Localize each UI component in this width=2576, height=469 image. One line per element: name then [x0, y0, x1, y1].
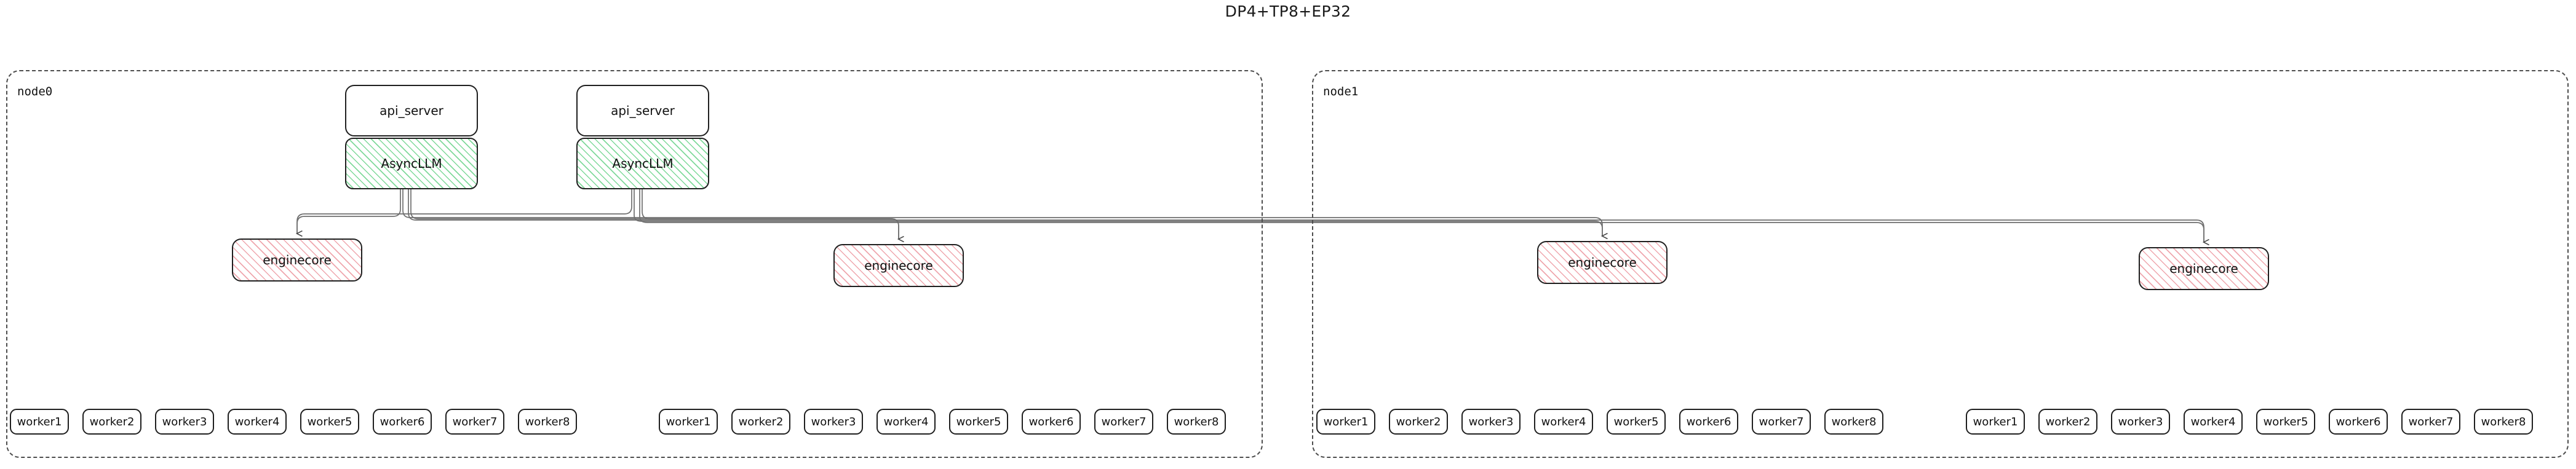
worker-label-node1-g1-7: worker7: [1759, 415, 1804, 428]
async-llm-box-1[interactable]: AsyncLLM: [576, 138, 709, 189]
async-llm-box-0[interactable]: AsyncLLM: [345, 138, 478, 189]
enginecore-box-0[interactable]: enginecore: [232, 238, 362, 282]
worker-label-node1-g2-1: worker1: [1973, 415, 2018, 428]
worker-label-node1-g1-6: worker6: [1686, 415, 1731, 428]
worker-box-node0-g1-8[interactable]: worker8: [518, 409, 577, 435]
worker-box-node1-g2-7[interactable]: worker7: [2401, 409, 2460, 435]
worker-label-node0-g2-2: worker2: [738, 415, 784, 428]
worker-box-node0-g1-3[interactable]: worker3: [155, 409, 214, 435]
worker-box-node1-g1-2[interactable]: worker2: [1389, 409, 1448, 435]
api-server-box-0[interactable]: api_server: [345, 85, 478, 136]
node-label-node0: node0: [17, 85, 53, 98]
worker-label-node1-g1-3: worker3: [1468, 415, 1514, 428]
worker-label-node1-g2-5: worker5: [2263, 415, 2308, 428]
worker-label-node1-g2-8: worker8: [2481, 415, 2526, 428]
worker-label-node0-g2-7: worker7: [1101, 415, 1147, 428]
api-server-label-0: api_server: [380, 103, 443, 118]
worker-label-node1-g2-4: worker4: [2190, 415, 2236, 428]
page-title: DP4+TP8+EP32: [1225, 2, 1351, 20]
worker-label-node1-g1-8: worker8: [1831, 415, 1877, 428]
worker-label-node0-g1-8: worker8: [525, 415, 570, 428]
worker-label-node1-g1-4: worker4: [1541, 415, 1586, 428]
worker-label-node1-g2-2: worker2: [2045, 415, 2091, 428]
worker-box-node1-g2-8[interactable]: worker8: [2474, 409, 2533, 435]
worker-box-node0-g2-5[interactable]: worker5: [949, 409, 1008, 435]
worker-box-node0-g1-1[interactable]: worker1: [10, 409, 69, 435]
worker-label-node0-g1-3: worker3: [162, 415, 207, 428]
worker-box-node1-g1-4[interactable]: worker4: [1534, 409, 1593, 435]
worker-label-node1-g2-7: worker7: [2408, 415, 2454, 428]
worker-label-node0-g1-6: worker6: [380, 415, 425, 428]
worker-label-node1-g1-5: worker5: [1613, 415, 1659, 428]
worker-box-node1-g1-8[interactable]: worker8: [1824, 409, 1883, 435]
worker-box-node0-g1-5[interactable]: worker5: [300, 409, 359, 435]
worker-label-node0-g2-4: worker4: [883, 415, 929, 428]
api-server-label-1: api_server: [611, 103, 675, 118]
worker-box-node0-g2-7[interactable]: worker7: [1094, 409, 1153, 435]
worker-box-node0-g1-7[interactable]: worker7: [445, 409, 504, 435]
worker-box-node0-g1-4[interactable]: worker4: [228, 409, 287, 435]
worker-box-node0-g2-3[interactable]: worker3: [804, 409, 863, 435]
worker-box-node1-g1-6[interactable]: worker6: [1679, 409, 1738, 435]
worker-box-node0-g2-4[interactable]: worker4: [877, 409, 936, 435]
worker-box-node0-g1-2[interactable]: worker2: [82, 409, 141, 435]
worker-label-node1-g2-3: worker3: [2118, 415, 2163, 428]
worker-label-node0-g1-7: worker7: [452, 415, 498, 428]
worker-label-node0-g2-3: worker3: [811, 415, 856, 428]
worker-label-node0-g2-8: worker8: [1174, 415, 1219, 428]
worker-label-node0-g1-2: worker2: [89, 415, 135, 428]
worker-box-node1-g2-4[interactable]: worker4: [2184, 409, 2243, 435]
worker-box-node1-g1-7[interactable]: worker7: [1752, 409, 1811, 435]
enginecore-box-2[interactable]: enginecore: [1537, 241, 1668, 284]
worker-label-node1-g1-1: worker1: [1323, 415, 1369, 428]
worker-box-node0-g2-6[interactable]: worker6: [1022, 409, 1081, 435]
async-llm-label-0: AsyncLLM: [381, 156, 442, 171]
worker-box-node0-g2-2[interactable]: worker2: [731, 409, 790, 435]
enginecore-box-1[interactable]: enginecore: [833, 244, 964, 287]
worker-label-node0-g2-5: worker5: [956, 415, 1001, 428]
worker-box-node1-g2-5[interactable]: worker5: [2256, 409, 2315, 435]
worker-box-node1-g1-5[interactable]: worker5: [1607, 409, 1666, 435]
enginecore-label-0: enginecore: [263, 253, 332, 267]
worker-label-node0-g1-1: worker1: [17, 415, 62, 428]
enginecore-label-3: enginecore: [2169, 261, 2238, 276]
worker-label-node0-g1-5: worker5: [307, 415, 352, 428]
node-container-node1: [1312, 70, 2569, 458]
worker-label-node0-g2-6: worker6: [1028, 415, 1074, 428]
worker-box-node1-g2-1[interactable]: worker1: [1966, 409, 2025, 435]
enginecore-label-1: enginecore: [864, 258, 933, 273]
node-container-node0: [6, 70, 1263, 458]
worker-box-node0-g1-6[interactable]: worker6: [373, 409, 432, 435]
api-server-box-1[interactable]: api_server: [576, 85, 709, 136]
worker-label-node1-g2-6: worker6: [2335, 415, 2381, 428]
worker-label-node0-g2-1: worker1: [666, 415, 711, 428]
worker-box-node1-g2-6[interactable]: worker6: [2329, 409, 2388, 435]
worker-box-node0-g2-8[interactable]: worker8: [1167, 409, 1226, 435]
enginecore-label-2: enginecore: [1568, 255, 1637, 270]
worker-box-node1-g2-2[interactable]: worker2: [2038, 409, 2097, 435]
enginecore-box-3[interactable]: enginecore: [2139, 247, 2269, 290]
worker-box-node0-g2-1[interactable]: worker1: [659, 409, 718, 435]
async-llm-label-1: AsyncLLM: [612, 156, 674, 171]
node-label-node1: node1: [1323, 85, 1359, 98]
worker-box-node1-g1-1[interactable]: worker1: [1316, 409, 1375, 435]
worker-label-node0-g1-4: worker4: [234, 415, 280, 428]
worker-box-node1-g2-3[interactable]: worker3: [2111, 409, 2170, 435]
worker-label-node1-g1-2: worker2: [1396, 415, 1441, 428]
worker-box-node1-g1-3[interactable]: worker3: [1461, 409, 1521, 435]
